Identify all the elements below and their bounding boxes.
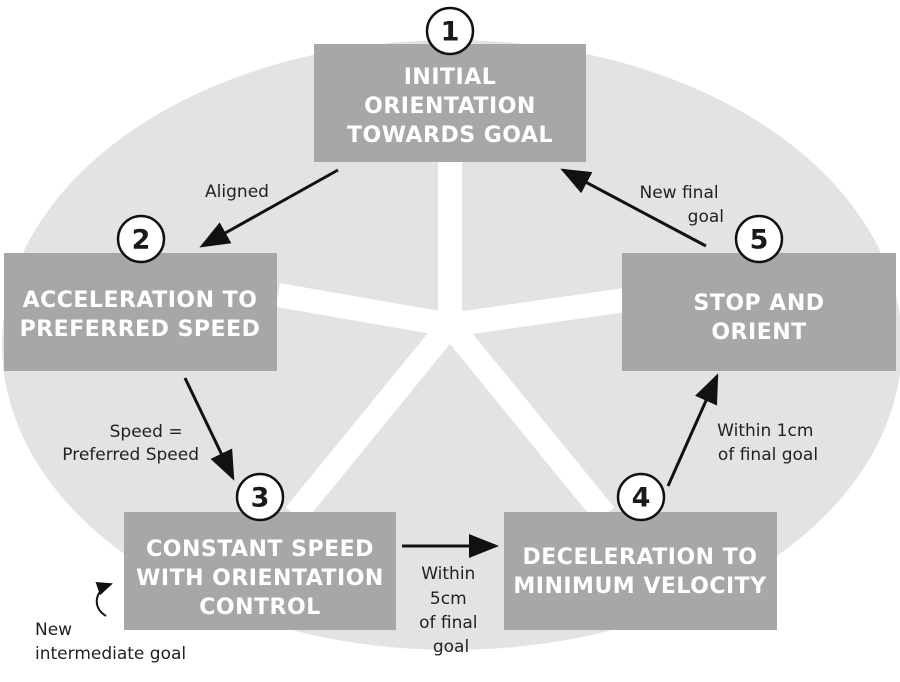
state-5-box bbox=[622, 253, 896, 371]
state-1-label-line-2: ORIENTATION bbox=[364, 94, 536, 119]
state-4-number: 4 bbox=[632, 483, 651, 514]
state-5-number-badge: 5 bbox=[734, 214, 784, 264]
state-2-number: 2 bbox=[132, 225, 151, 256]
state-2-box bbox=[4, 253, 277, 371]
state-3-label-line-2: WITH ORIENTATION bbox=[136, 566, 384, 591]
state-2-label-line-2: PREFERRED SPEED bbox=[20, 317, 261, 342]
transition-4-to-5-label: Within 1cm of final goal bbox=[717, 421, 819, 465]
state-4: DECELERATION TO MINIMUM VELOCITY bbox=[504, 512, 777, 630]
state-1-box bbox=[314, 44, 586, 162]
transition-2-to-3-arrow bbox=[183, 377, 235, 481]
transition-5-to-1-label: New final goal bbox=[639, 183, 724, 227]
transition-2-to-3-label-line-1: Speed = bbox=[110, 422, 183, 442]
state-1-label-line-1: INITIAL bbox=[404, 65, 497, 90]
transition-2-to-3-label-line-2: Preferred Speed bbox=[62, 445, 199, 465]
state-2-number-badge: 2 bbox=[116, 214, 166, 264]
state-2: ACCELERATION TO PREFERRED SPEED bbox=[4, 253, 277, 371]
state-1-label-line-3: TOWARDS GOAL bbox=[347, 123, 553, 148]
transition-3-to-4-label: Within 5cm of final goal bbox=[419, 564, 483, 657]
state-3-number: 3 bbox=[251, 483, 270, 514]
transition-1-to-2-arrow bbox=[199, 168, 339, 248]
state-5-label-line-1: STOP AND bbox=[693, 291, 824, 316]
state-3-box bbox=[124, 512, 396, 630]
state-4-number-badge: 4 bbox=[616, 472, 666, 522]
transition-3-to-4-label-line-1: Within bbox=[421, 564, 475, 584]
state-1: INITIAL ORIENTATION TOWARDS GOAL bbox=[314, 44, 586, 162]
state-1-number-badge: 1 bbox=[425, 6, 475, 56]
transition-3-self-loop-label-line-1: New bbox=[35, 620, 72, 640]
state-2-label-line-1: ACCELERATION TO bbox=[23, 288, 258, 313]
transition-1-to-2-label-line-1: Aligned bbox=[205, 182, 269, 202]
transition-2-to-3-label: Speed = Preferred Speed bbox=[62, 422, 199, 465]
state-3-number-badge: 3 bbox=[235, 472, 285, 522]
state-3-label-line-3: CONTROL bbox=[199, 595, 320, 620]
state-5-label-line-2: ORIENT bbox=[711, 320, 806, 345]
transition-5-to-1-arrow bbox=[560, 168, 707, 248]
state-3: CONSTANT SPEED WITH ORIENTATION CONTROL bbox=[124, 512, 396, 630]
transition-3-to-4-label-line-2: 5cm bbox=[430, 589, 467, 609]
state-5-number: 5 bbox=[750, 225, 769, 256]
transition-3-to-4-label-line-4: goal bbox=[433, 637, 469, 657]
transition-4-to-5-arrow bbox=[666, 373, 719, 487]
transition-1-to-2-label: Aligned bbox=[205, 182, 269, 202]
transition-5-to-1-label-line-2: goal bbox=[688, 207, 724, 227]
state-3-label-line-1: CONSTANT SPEED bbox=[146, 537, 374, 562]
transition-3-self-loop-arrow bbox=[95, 582, 113, 617]
center-spokes bbox=[275, 160, 627, 523]
transition-3-self-loop-label-line-2: intermediate goal bbox=[35, 644, 186, 664]
transition-3-self-loop-label: New intermediate goal bbox=[35, 620, 186, 664]
transition-3-to-4-label-line-3: of final bbox=[419, 613, 477, 633]
state-4-box bbox=[504, 512, 777, 630]
transition-4-to-5-label-line-2: of final goal bbox=[718, 445, 818, 465]
state-4-label-line-2: MINIMUM VELOCITY bbox=[513, 574, 767, 599]
state-5: STOP AND ORIENT bbox=[622, 253, 896, 371]
state-4-label-line-1: DECELERATION TO bbox=[523, 545, 758, 570]
transition-4-to-5-label-line-1: Within 1cm bbox=[717, 421, 813, 441]
state-1-number: 1 bbox=[441, 17, 460, 48]
transition-5-to-1-label-line-1: New final bbox=[639, 183, 718, 203]
